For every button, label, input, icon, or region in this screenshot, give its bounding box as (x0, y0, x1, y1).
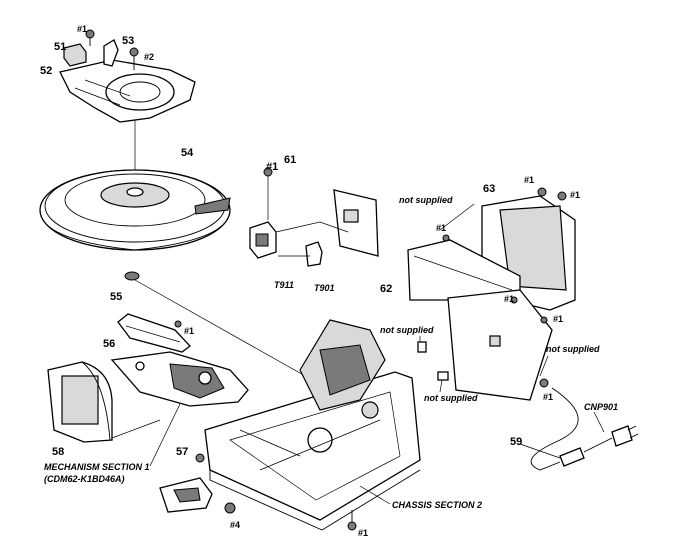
screw-1-56 (174, 320, 182, 328)
part-main-board (447, 289, 553, 401)
part-bottom-mechanism (159, 477, 213, 513)
label-screw-1-right: #1 (553, 314, 563, 324)
label-screw-4: #4 (230, 520, 240, 530)
label-screw-2-top: #2 (144, 52, 154, 62)
leader-cnp901 (593, 411, 605, 433)
label-59: 59 (510, 436, 522, 448)
label-52: 52 (40, 65, 52, 77)
label-56: 56 (103, 338, 115, 350)
part-not-supplied-clip-2 (437, 371, 449, 381)
part-53-clip (103, 39, 119, 67)
screw-2-top (129, 47, 139, 70)
leader-not-supplied-1 (439, 203, 475, 231)
part-51-block (63, 43, 87, 67)
part-t911-transformer (249, 221, 277, 259)
label-t911: T911 (274, 280, 294, 290)
part-59-power-cord (530, 387, 639, 471)
label-51: 51 (54, 41, 66, 53)
label-not-supplied-2: not supplied (380, 325, 434, 335)
leader-not-supplied-3 (439, 379, 443, 393)
label-screw-1-bracket: #1 (436, 223, 446, 233)
label-53: 53 (122, 35, 134, 47)
label-screw-1-56: #1 (184, 326, 194, 336)
label-63: 63 (483, 183, 495, 195)
screw-1-top (85, 29, 95, 46)
label-screw-1-cord: #1 (543, 392, 553, 402)
leaders-62 (275, 221, 349, 257)
screw-57 (195, 453, 205, 463)
leader-mechanism (149, 403, 181, 467)
label-not-supplied-1: not supplied (399, 195, 453, 205)
part-54-turntable (39, 169, 231, 251)
label-mechanism-model: (CDM62-K1BD46A) (44, 474, 125, 484)
label-screw-1-63a: #1 (524, 175, 534, 185)
leader-59 (519, 443, 561, 459)
part-56-cover (117, 313, 191, 353)
label-screw-1-61: #1 (266, 161, 278, 173)
label-57: 57 (176, 446, 188, 458)
leader-55 (134, 279, 331, 391)
leader-chassis (359, 485, 391, 505)
part-t901-transformer (305, 241, 323, 267)
label-chassis-section-2: CHASSIS SECTION 2 (392, 500, 482, 510)
screw-1-right (539, 378, 549, 388)
label-screw-1-top: #1 (77, 24, 87, 34)
label-t901: T901 (314, 283, 335, 293)
label-not-supplied-3: not supplied (424, 393, 478, 403)
label-54: 54 (181, 147, 194, 159)
label-not-supplied-4: not supplied (546, 344, 600, 354)
label-55: 55 (110, 291, 122, 303)
label-cnp901: CNP901 (584, 402, 618, 412)
part-not-supplied-clip-1 (417, 341, 427, 353)
screw-1-bottom (347, 510, 357, 531)
leader-58 (111, 419, 161, 439)
label-screw-1-board: #1 (504, 294, 514, 304)
label-mechanism-section-1: MECHANISM SECTION 1 (44, 462, 150, 472)
label-screw-1-63b: #1 (570, 190, 580, 200)
label-61: 61 (284, 154, 296, 166)
part-58-panel (47, 361, 113, 443)
label-62: 62 (380, 283, 392, 295)
leader-not-supplied-4 (539, 355, 549, 377)
screw-61 (263, 167, 273, 220)
part-55-washer (124, 271, 140, 281)
label-screw-1-bottom: #1 (358, 528, 368, 538)
screw-4 (224, 502, 236, 514)
mechanism-section-1 (110, 351, 249, 407)
part-62-board (333, 189, 379, 257)
part-52-tray-bracket (59, 59, 196, 123)
label-58: 58 (52, 446, 64, 458)
chassis-section-2 (204, 319, 421, 531)
